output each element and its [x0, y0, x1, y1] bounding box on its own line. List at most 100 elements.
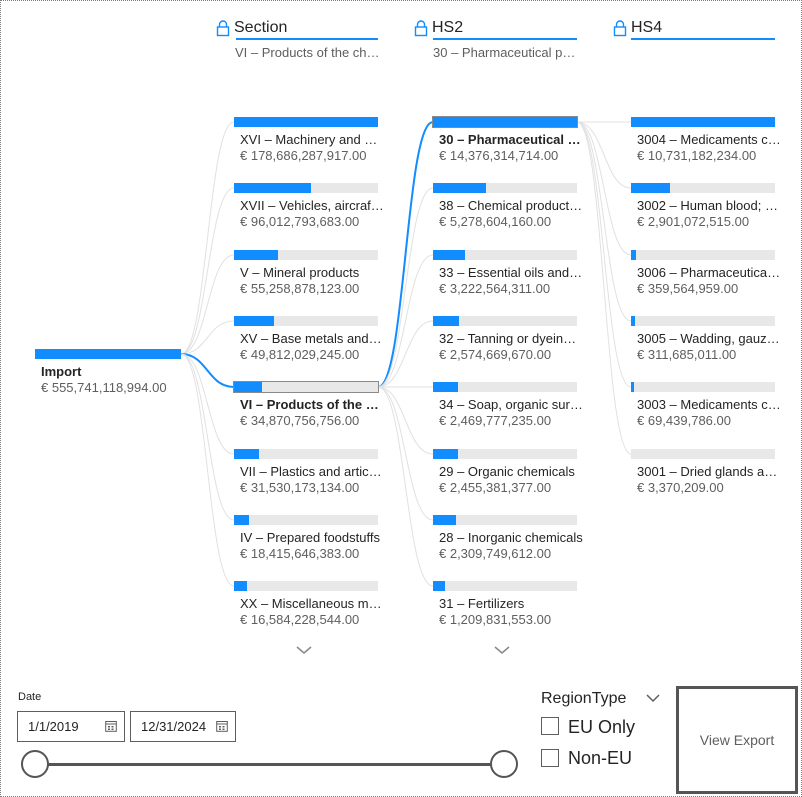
chevron-down-icon[interactable]: [295, 644, 313, 656]
node-bar-fill: [234, 515, 249, 525]
connector-hs2-hs4: [576, 121, 632, 189]
hs2-node[interactable]: 30 – Pharmaceutical products€ 14,376,314…: [432, 116, 583, 167]
eu-only-checkbox[interactable]: [541, 717, 559, 735]
hs2-node[interactable]: 34 – Soap, organic surface-active agents…: [433, 382, 583, 432]
node-bar: [433, 183, 577, 193]
node-value: € 178,686,287,917.00: [240, 148, 367, 163]
column-header-hs4[interactable]: HS4: [613, 18, 775, 40]
node-bar-fill: [234, 581, 248, 591]
node-bar: [631, 117, 775, 127]
node-label: VII – Plastics and articles thereof: [240, 464, 384, 479]
hs2-node[interactable]: 32 – Tanning or dyeing extracts€ 2,574,6…: [433, 316, 583, 366]
hs4-node[interactable]: 3006 – Pharmaceutical goods€ 359,564,959…: [631, 250, 781, 300]
root-label: Import: [41, 364, 82, 379]
node-bar: [433, 449, 577, 459]
section-node[interactable]: V – Mineral products€ 55,258,878,123.00: [234, 250, 378, 300]
node-bar-fill: [631, 117, 775, 127]
hs4-node[interactable]: 3003 – Medicaments consisting of two or …: [631, 382, 781, 432]
node-bar-fill: [433, 316, 459, 326]
non-eu-checkbox[interactable]: [541, 749, 559, 767]
hs2-node[interactable]: 29 – Organic chemicals€ 2,455,381,377.00: [433, 449, 577, 499]
node-label: 3001 – Dried glands and other organs: [637, 464, 781, 479]
hs4-node[interactable]: 3005 – Wadding, gauze, bandages€ 311,685…: [631, 316, 781, 366]
connector-section-hs2: [377, 320, 434, 388]
section-node[interactable]: XVI – Machinery and mechanical appliance…: [234, 117, 384, 167]
node-value: € 10,731,182,234.00: [637, 148, 757, 163]
node-bar-fill: [631, 316, 636, 326]
hs2-node[interactable]: 33 – Essential oils and resinoids€ 3,222…: [433, 250, 583, 300]
connector-hs2-hs4: [576, 121, 632, 322]
node-value: € 55,258,878,123.00: [240, 281, 360, 296]
column-underline: [236, 38, 378, 40]
chevron-down-icon[interactable]: [493, 644, 511, 656]
section-node[interactable]: XV – Base metals and articles€ 49,812,02…: [234, 316, 384, 366]
hs4-node[interactable]: 3004 – Medicaments consisting of mixed p…: [631, 117, 781, 167]
node-bar: [234, 183, 378, 193]
node-label: XVII – Vehicles, aircraft, vessels: [240, 198, 384, 213]
hs2-node[interactable]: 28 – Inorganic chemicals€ 2,309,749,612.…: [433, 515, 583, 565]
column-header-hs2[interactable]: HS2 30 – Pharmaceutical products: [414, 18, 578, 60]
end-date-value: 12/31/2024: [141, 719, 207, 734]
node-bar-fill: [433, 581, 446, 591]
node-label: 38 – Chemical products n.e.c.: [439, 198, 583, 213]
connector-root-section: [180, 254, 235, 355]
hs4-node[interactable]: 3001 – Dried glands and other organs€ 3,…: [631, 449, 781, 499]
connector-section-hs2: [377, 254, 434, 388]
node-label: 32 – Tanning or dyeing extracts: [439, 331, 583, 346]
node-bar: [631, 449, 775, 459]
section-node[interactable]: VI – Products of the chemical industries…: [233, 381, 384, 432]
node-bar: [631, 316, 775, 326]
node-bar-fill: [631, 382, 634, 392]
node-value: € 2,309,749,612.00: [439, 546, 552, 561]
node-label: 31 – Fertilizers: [439, 596, 525, 611]
section-node[interactable]: VII – Plastics and articles thereof€ 31,…: [234, 449, 384, 499]
node-bar-fill: [433, 250, 466, 260]
root-bar: [35, 349, 181, 359]
end-date-input[interactable]: 12/31/2024: [130, 711, 236, 742]
node-bar-fill: [234, 183, 312, 193]
node-bar: [233, 381, 379, 393]
hs2-node[interactable]: 38 – Chemical products n.e.c.€ 5,278,604…: [433, 183, 583, 233]
slider-start-handle[interactable]: [21, 750, 49, 778]
column-title: Section: [234, 19, 288, 36]
node-label: 28 – Inorganic chemicals: [439, 530, 583, 545]
node-bar-fill: [631, 183, 670, 193]
node-bar-fill: [234, 382, 263, 392]
view-export-button[interactable]: View Export: [676, 686, 798, 794]
section-node[interactable]: XVII – Vehicles, aircraft, vessels€ 96,0…: [234, 183, 384, 233]
node-value: € 14,376,314,714.00: [439, 148, 559, 163]
chevron-down-icon[interactable]: [645, 692, 661, 704]
node-bar-fill: [433, 117, 577, 127]
node-label: XX – Miscellaneous manufactured articles: [240, 596, 384, 611]
connector-section-hs2: [377, 386, 434, 521]
slider-end-handle[interactable]: [490, 750, 518, 778]
section-node[interactable]: XX – Miscellaneous manufactured articles…: [234, 581, 384, 631]
node-value: € 2,469,777,235.00: [439, 413, 552, 428]
hs4-node[interactable]: 3002 – Human blood; animal blood€ 2,901,…: [631, 183, 781, 233]
connector-root-section: [180, 320, 235, 355]
node-bar: [432, 116, 578, 128]
calendar-icon[interactable]: [216, 720, 228, 732]
node-label: 3005 – Wadding, gauze, bandages: [637, 331, 781, 346]
start-date-input[interactable]: 1/1/2019: [17, 711, 125, 742]
node-bar-fill: [433, 183, 486, 193]
node-bar: [234, 515, 378, 525]
section-node[interactable]: IV – Prepared foodstuffs€ 18,415,646,383…: [234, 515, 380, 565]
node-value: € 34,870,756,756.00: [240, 413, 360, 428]
node-bar: [433, 316, 577, 326]
connector-root-section: [180, 353, 235, 521]
lock-icon: [613, 20, 627, 37]
date-range-slider-track[interactable]: [35, 763, 505, 766]
node-label: XVI – Machinery and mechanical appliance…: [240, 132, 384, 147]
root-node-import[interactable]: Import € 555,741,118,994.00: [35, 349, 181, 395]
node-bar-fill: [631, 250, 636, 260]
calendar-icon[interactable]: [105, 720, 117, 732]
node-value: € 49,812,029,245.00: [240, 347, 360, 362]
hs2-node[interactable]: 31 – Fertilizers€ 1,209,831,553.00: [433, 581, 577, 631]
node-value: € 1,209,831,553.00: [439, 612, 552, 627]
column-title: HS2: [432, 19, 464, 36]
node-bar: [234, 117, 378, 127]
node-bar-fill: [433, 449, 458, 459]
column-header-section[interactable]: Section VI – Products of the chemical or…: [216, 18, 380, 60]
node-value: € 31,530,173,134.00: [240, 480, 360, 495]
